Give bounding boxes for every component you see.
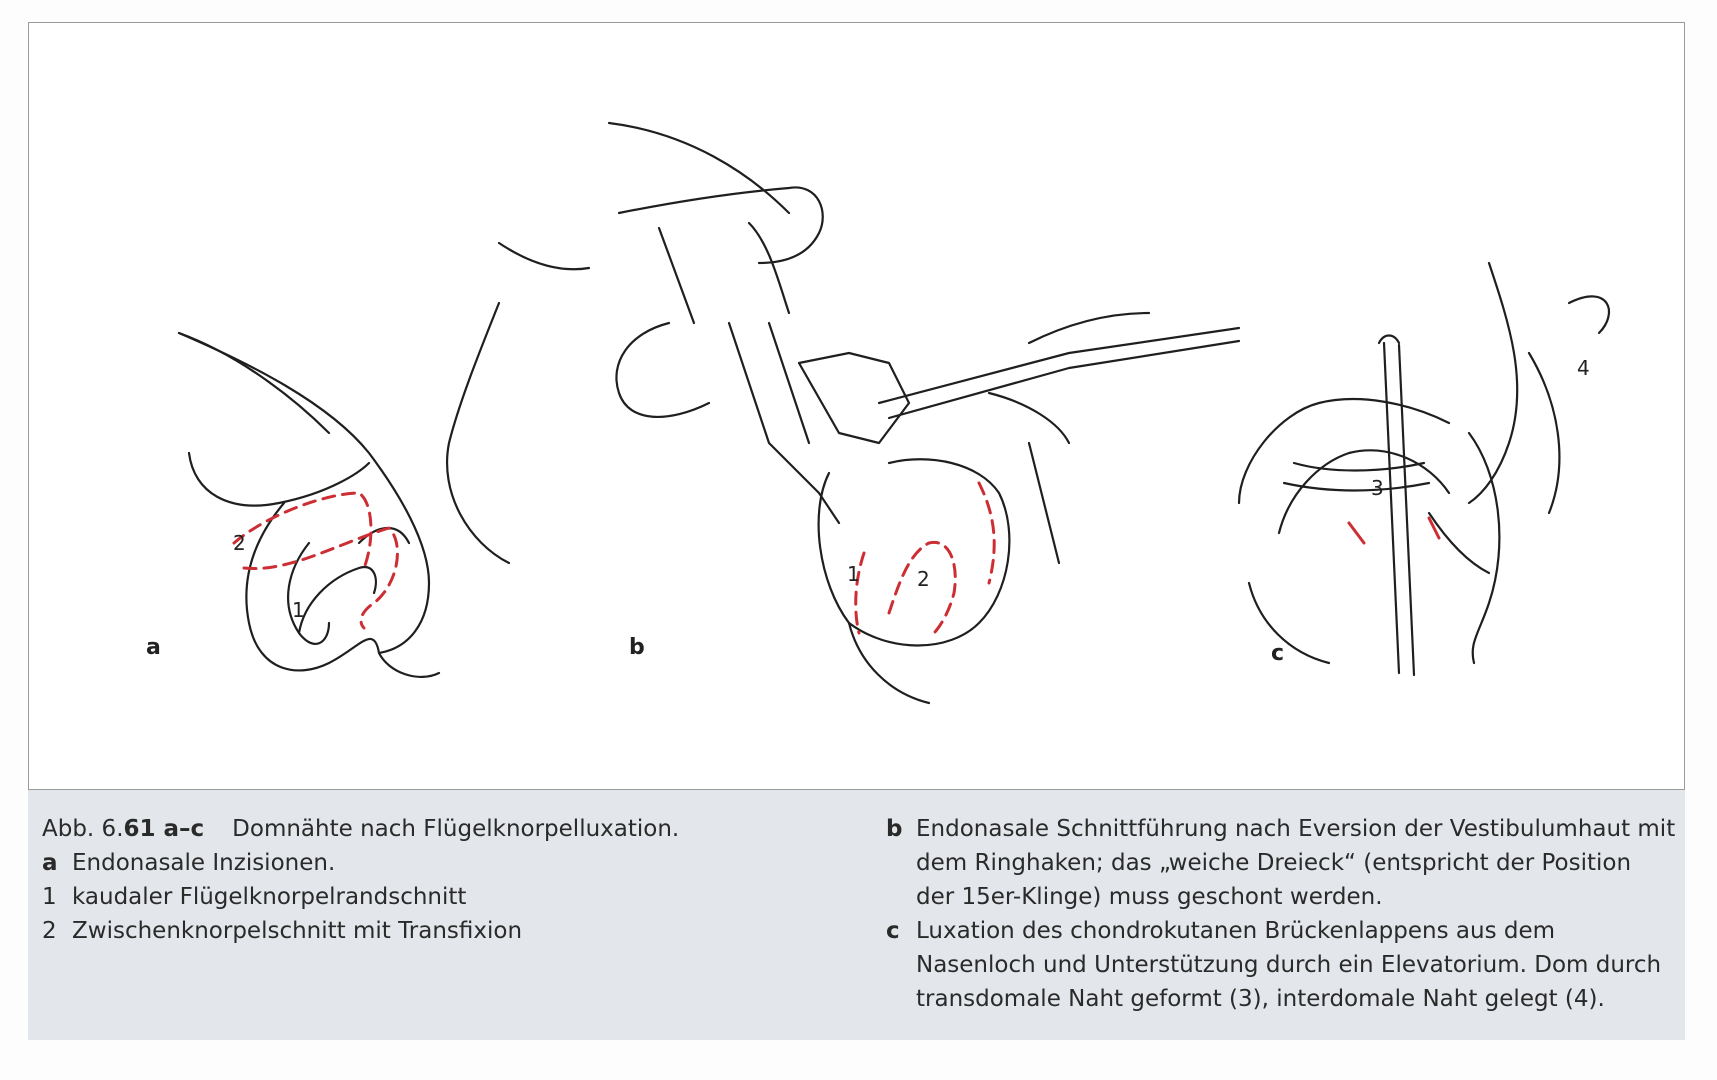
label-b-2: 2 (917, 567, 930, 591)
caption-item-text: Luxation des chondrokutanen Brückenlappe… (916, 918, 1662, 1012)
caption-item: b Endonasale Schnittführung nach Eversio… (886, 812, 1676, 914)
panel-label-c: c (1271, 641, 1285, 666)
caption-item: a Endonasale Inzisionen. (42, 846, 862, 880)
caption-item-key: a (42, 850, 58, 876)
caption-item-key: 1 (42, 884, 57, 910)
figure-title: Domnähte nach Flügelknorpelluxation. (232, 816, 680, 842)
panel-c-drawing (1237, 261, 1611, 677)
panel-a-drawing (177, 331, 441, 678)
caption-item: 1 kaudaler Flügelknorpelrandschnitt (42, 880, 862, 914)
caption-item-key: 2 (42, 918, 57, 944)
caption-item-text: Zwischenknorpelschnitt mit Transfixion (72, 918, 523, 944)
label-b-1: 1 (847, 562, 860, 586)
caption-item: 2 Zwischenknorpelschnitt mit Transfixion (42, 914, 862, 948)
panel-c-red-marks (1347, 516, 1441, 545)
figure-number-prefix: Abb. 6. (42, 816, 124, 842)
caption-item-key: b (886, 816, 903, 842)
figure-number: 61 a–c (123, 816, 205, 842)
caption-item-text: kaudaler Flügelknorpelrandschnitt (72, 884, 467, 910)
panel-a-incisions (232, 491, 399, 630)
caption-item-text: Endonasale Inzisionen. (72, 850, 336, 876)
panel-label-a: a (146, 635, 161, 660)
caption-figure-title: Abb. 6.61 a–c Domnähte nach Flügelknorpe… (42, 812, 862, 846)
panel-b-drawing (446, 121, 1241, 705)
label-a-2: 2 (233, 531, 246, 555)
caption-item-key: c (886, 918, 900, 944)
caption-item-text: Endonasale Schnittführung nach Eversion … (916, 816, 1676, 910)
caption-right-column: b Endonasale Schnittführung nach Eversio… (886, 812, 1676, 1016)
figure-caption: Abb. 6.61 a–c Domnähte nach Flügelknorpe… (28, 790, 1685, 1040)
label-a-1: 1 (292, 598, 305, 622)
surgical-illustration: 2 1 1 2 3 4 (177, 121, 1611, 705)
label-c-3: 3 (1371, 476, 1384, 500)
panel-b-incisions (854, 481, 996, 635)
caption-item: c Luxation des chondrokutanen Brückenlap… (886, 914, 1676, 1016)
label-c-4: 4 (1577, 356, 1590, 380)
caption-left-column: Abb. 6.61 a–c Domnähte nach Flügelknorpe… (42, 812, 862, 948)
figure-frame: 2 1 1 2 3 4 a b c (28, 22, 1685, 790)
panel-label-b: b (629, 635, 645, 660)
